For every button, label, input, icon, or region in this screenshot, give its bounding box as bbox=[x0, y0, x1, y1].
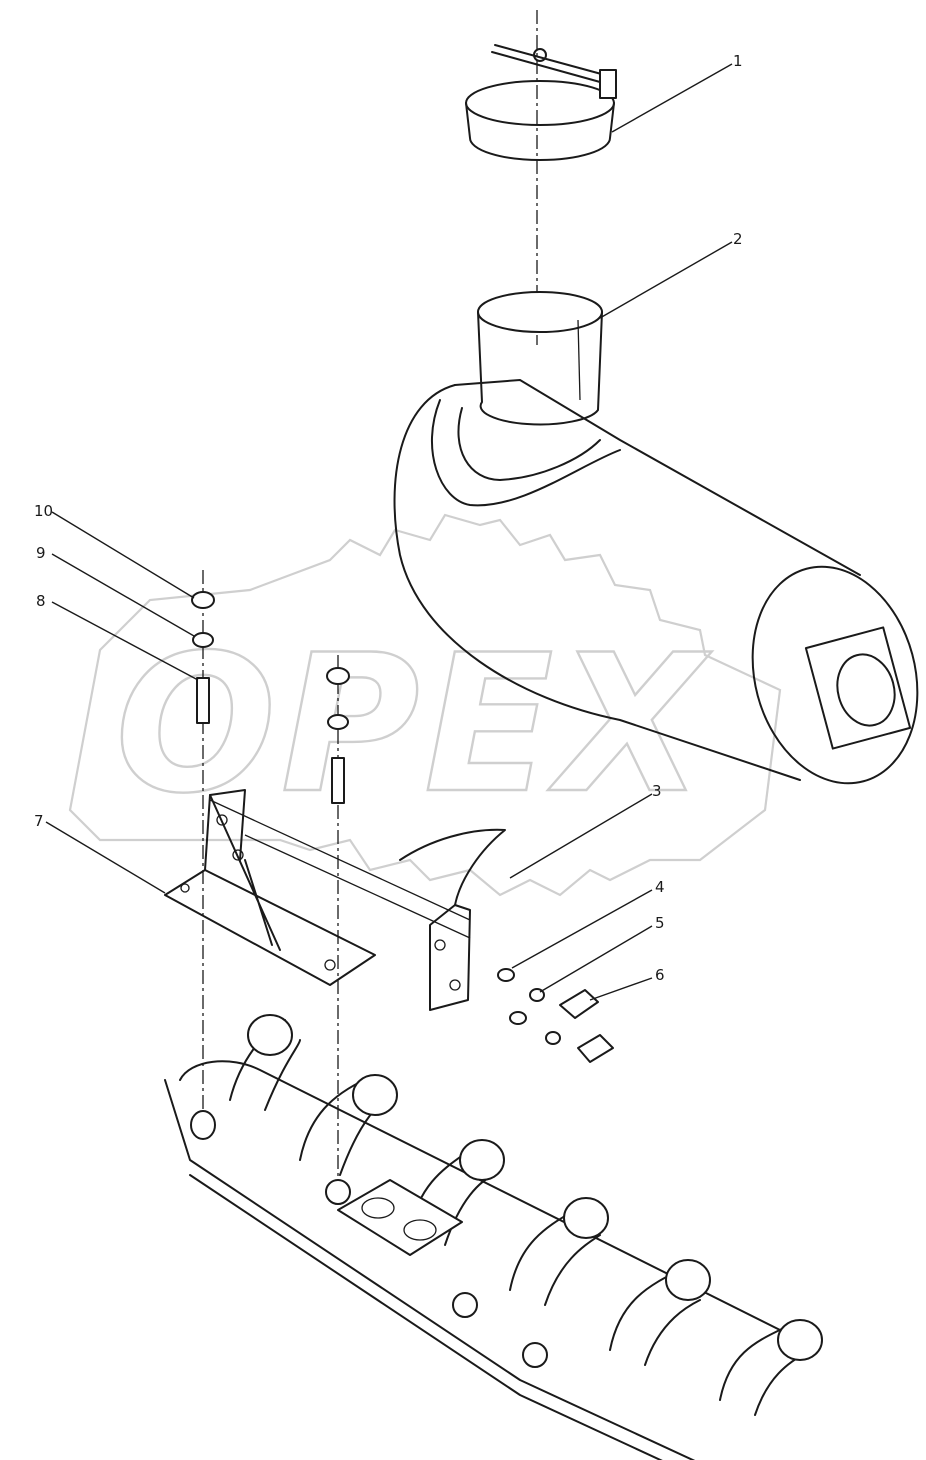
mounting-bracket-part bbox=[164, 789, 506, 1011]
exhaust-manifold bbox=[164, 1014, 823, 1460]
callout-4: 4 bbox=[655, 878, 665, 896]
callout-9: 9 bbox=[36, 544, 46, 562]
studs-nuts-washers bbox=[191, 591, 350, 804]
callout-2: 2 bbox=[733, 230, 743, 248]
callout-labels: 1 2 3 4 5 6 7 8 9 10 bbox=[34, 52, 743, 984]
callout-1: 1 bbox=[733, 52, 743, 70]
watermark-text: OPEX bbox=[115, 614, 713, 835]
opex-watermark: OPEX bbox=[68, 513, 782, 897]
callout-8: 8 bbox=[36, 592, 46, 610]
callout-6: 6 bbox=[655, 966, 665, 984]
callout-5: 5 bbox=[655, 914, 665, 932]
clamp-part bbox=[465, 44, 617, 161]
muffler-part bbox=[393, 291, 919, 785]
callout-7: 7 bbox=[34, 812, 44, 830]
leader-lines bbox=[45, 63, 733, 1001]
callout-10: 10 bbox=[34, 502, 53, 520]
callout-3: 3 bbox=[652, 782, 662, 800]
bolts-and-washers bbox=[497, 968, 614, 1063]
